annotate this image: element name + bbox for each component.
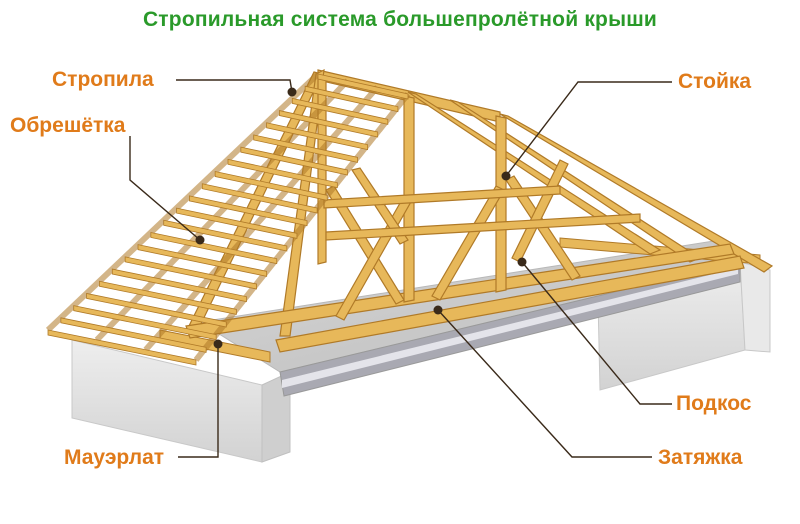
post-right <box>495 115 507 293</box>
batten-slat <box>279 110 379 138</box>
leader-tie-beam <box>437 309 652 458</box>
dot-mauerlat <box>213 339 223 349</box>
dot-post <box>501 171 511 181</box>
dot-rafters <box>287 87 297 97</box>
label-battens: Обрешётка <box>10 114 126 137</box>
label-post: Стойка <box>678 70 752 93</box>
leader-rafters <box>176 79 293 93</box>
tie-beam-front <box>275 255 745 353</box>
batten-slat <box>124 256 257 290</box>
batten-slat <box>137 244 268 277</box>
rafter-back-2 <box>449 99 702 263</box>
rafter-right-slope <box>499 113 774 273</box>
batten-slat <box>176 207 298 239</box>
batten-slat <box>73 305 217 341</box>
collar-tie-2 <box>325 213 641 241</box>
leader-lines <box>129 79 672 458</box>
battens-group <box>45 71 411 366</box>
diagram-title: Стропильная система большепролётной крыш… <box>142 8 658 31</box>
leader-battens <box>129 136 201 241</box>
batten-slat <box>47 329 197 366</box>
slope-rafter <box>94 78 350 342</box>
dot-battens <box>195 235 205 245</box>
batten-slat <box>253 134 358 163</box>
batten-slat <box>291 97 389 125</box>
leader-strut <box>521 261 672 405</box>
leader-dots <box>195 87 527 349</box>
dot-strut <box>517 257 527 267</box>
batten-slat <box>99 280 237 315</box>
label-rafters: Стропила <box>52 68 154 91</box>
collar-tie-1 <box>323 185 561 209</box>
batten-slat <box>266 122 369 151</box>
slab-edge-light <box>282 268 738 388</box>
batten-slat <box>150 231 278 265</box>
leader-mauerlat <box>178 344 219 458</box>
label-strut: Подкос <box>676 392 752 415</box>
strut-5 <box>351 167 409 245</box>
rafter-back-1 <box>407 91 662 255</box>
label-mauerlat: Мауэрлат <box>64 446 165 469</box>
batten-slat <box>189 195 308 227</box>
batten-slat <box>317 73 409 100</box>
batten-slat <box>60 317 207 353</box>
batten-slat <box>227 158 338 189</box>
right-wall-cap <box>739 261 771 353</box>
batten-slat <box>111 268 247 303</box>
slope-rafter <box>193 92 411 362</box>
strut-3 <box>431 185 505 301</box>
batten-slat <box>86 292 227 328</box>
slope-rafter <box>143 85 380 352</box>
slope-rafter <box>45 71 321 333</box>
batten-slat <box>304 85 399 113</box>
dot-tie-beam <box>433 305 443 315</box>
label-tie-beam: Затяжка <box>658 446 743 469</box>
batten-slat <box>214 171 328 201</box>
leader-post <box>505 81 672 177</box>
batten-slat <box>163 219 288 252</box>
batten-slat <box>240 146 348 176</box>
batten-slat <box>201 183 318 214</box>
